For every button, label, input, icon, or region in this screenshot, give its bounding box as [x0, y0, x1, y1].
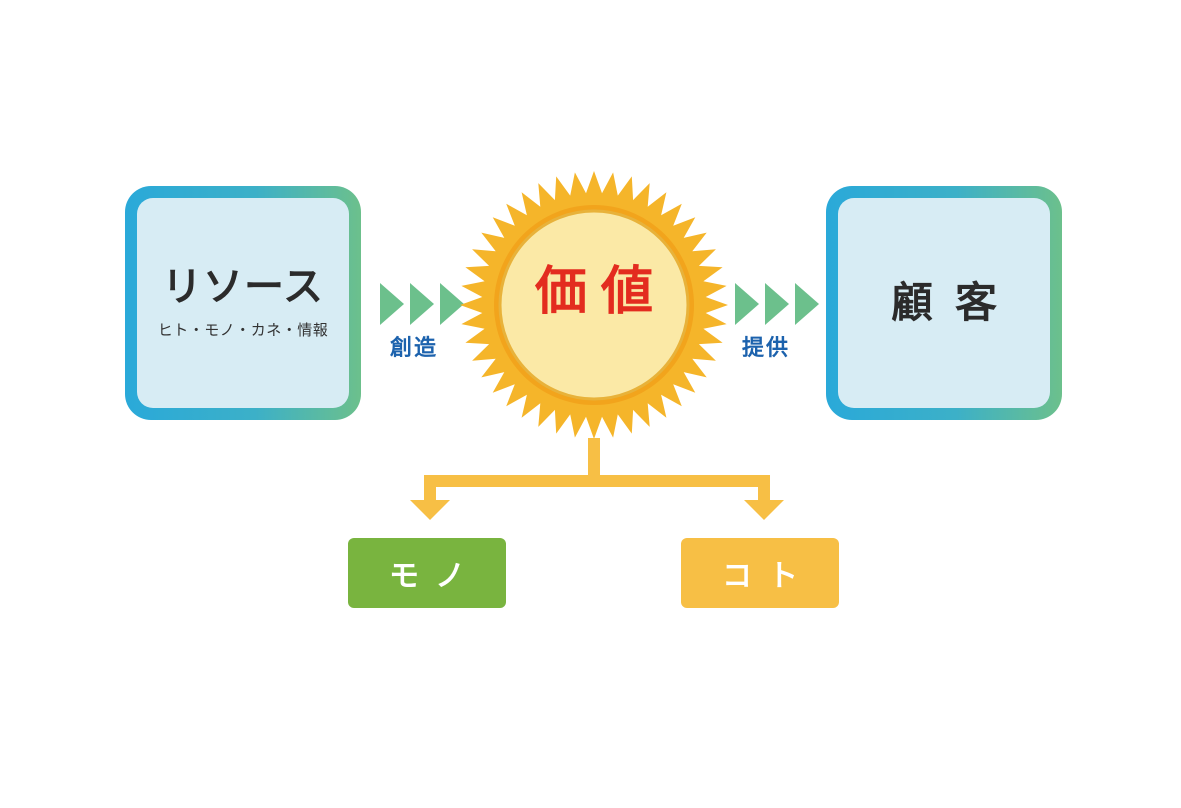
sun-core: [500, 211, 688, 399]
connector-bar: [424, 475, 770, 487]
resource-subtitle: ヒト・モノ・カネ・情報: [157, 320, 329, 339]
chevron-4: [735, 283, 759, 325]
chevron-6: [795, 283, 819, 325]
customer-title: 顧客: [890, 278, 1019, 327]
create-label: 創造: [390, 336, 439, 361]
chevron-5: [765, 283, 789, 325]
value-label: 価値: [534, 262, 667, 322]
chevron-2: [410, 283, 434, 325]
chevron-1: [380, 283, 404, 325]
chevron-3: [440, 283, 464, 325]
resource-box: リソース ヒト・モノ・カネ・情報: [125, 186, 361, 420]
arrow-down-right-icon: [744, 500, 784, 520]
mono-tag: モノ: [348, 538, 506, 608]
arrow-down-left-icon: [410, 500, 450, 520]
connector-left-leg: [424, 475, 436, 505]
create-chevrons: [380, 283, 464, 325]
connector-lines: [410, 438, 784, 520]
connector-stem: [588, 438, 600, 486]
resource-title: リソース: [162, 263, 324, 310]
sun-shade: [498, 209, 690, 401]
connector-right-leg: [758, 475, 770, 505]
resource-box-inner: リソース ヒト・モノ・カネ・情報: [137, 198, 349, 408]
customer-box: 顧客: [826, 186, 1062, 420]
provide-chevrons: [735, 283, 819, 325]
provide-label: 提供: [742, 336, 791, 361]
customer-box-inner: 顧客: [838, 198, 1050, 408]
koto-tag: コト: [681, 538, 839, 608]
